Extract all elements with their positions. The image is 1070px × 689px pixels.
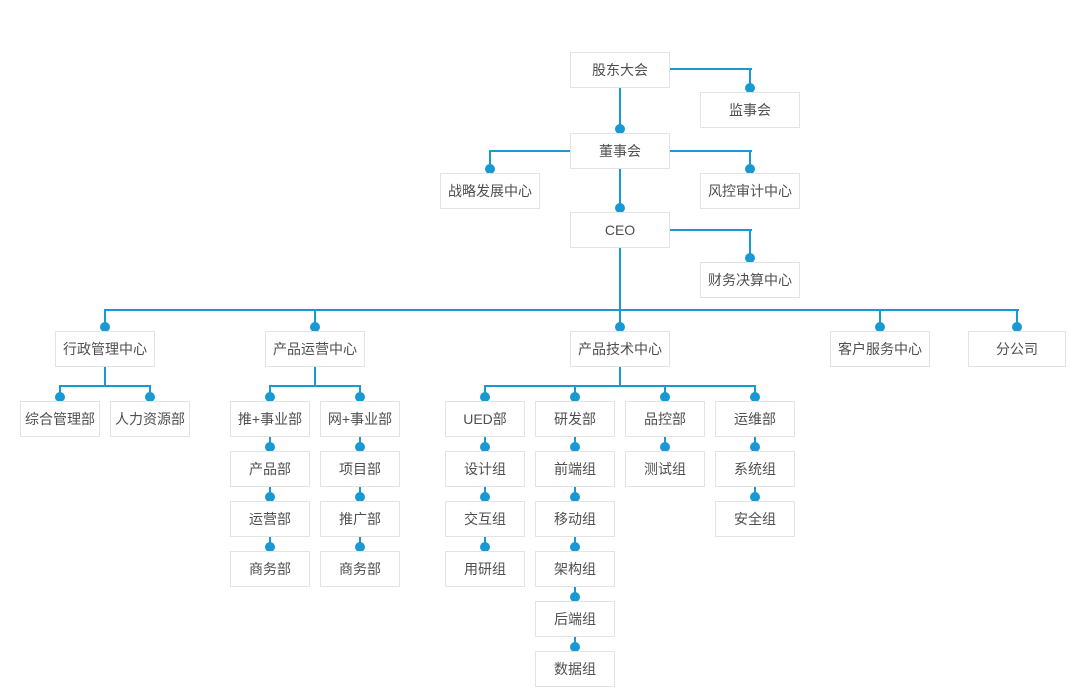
- org-node-hr-dept[interactable]: 人力资源部: [110, 401, 190, 437]
- connector-dot: [615, 203, 625, 213]
- org-node-ued-dept[interactable]: UED部: [445, 401, 525, 437]
- connector-dot: [480, 492, 490, 502]
- org-node-design-group[interactable]: 设计组: [445, 451, 525, 487]
- connector-dot: [480, 392, 490, 402]
- connector-dot: [745, 253, 755, 263]
- connector-dot: [615, 322, 625, 332]
- org-node-security-group[interactable]: 安全组: [715, 501, 795, 537]
- org-node-board-of-directors[interactable]: 董事会: [570, 133, 670, 169]
- connector-dot: [615, 124, 625, 134]
- org-node-promotion-dept[interactable]: 推广部: [320, 501, 400, 537]
- org-node-strategy-center[interactable]: 战略发展中心: [440, 173, 540, 209]
- connector-line: [314, 367, 316, 387]
- org-node-data-group[interactable]: 数据组: [535, 651, 615, 687]
- connector-dot: [745, 83, 755, 93]
- org-node-admin-center[interactable]: 行政管理中心: [55, 331, 155, 367]
- connector-line: [879, 309, 881, 329]
- org-node-ceo[interactable]: CEO: [570, 212, 670, 248]
- connector-line: [619, 88, 621, 131]
- org-node-qc-dept[interactable]: 品控部: [625, 401, 705, 437]
- org-node-product-dept[interactable]: 产品部: [230, 451, 310, 487]
- connector-line: [104, 309, 106, 329]
- connector-dot: [265, 392, 275, 402]
- connector-dot: [570, 492, 580, 502]
- connector-dot: [750, 442, 760, 452]
- connector-dot: [660, 442, 670, 452]
- connector-dot: [55, 392, 65, 402]
- org-node-system-group[interactable]: 系统组: [715, 451, 795, 487]
- org-node-architecture-group[interactable]: 架构组: [535, 551, 615, 587]
- org-node-tech-center[interactable]: 产品技术中心: [570, 331, 670, 367]
- connector-dot: [750, 492, 760, 502]
- connector-dot: [355, 442, 365, 452]
- org-node-ops-center[interactable]: 产品运营中心: [265, 331, 365, 367]
- connector-dot: [310, 322, 320, 332]
- connector-dot: [355, 542, 365, 552]
- org-node-finance-center[interactable]: 财务决算中心: [700, 262, 800, 298]
- org-node-interaction-group[interactable]: 交互组: [445, 501, 525, 537]
- connector-line: [668, 68, 752, 70]
- connector-dot: [570, 442, 580, 452]
- connector-line: [749, 229, 751, 260]
- org-node-testing-group[interactable]: 测试组: [625, 451, 705, 487]
- org-node-backend-group[interactable]: 后端组: [535, 601, 615, 637]
- connector-line: [489, 150, 491, 171]
- connector-dot: [485, 164, 495, 174]
- connector-dot: [355, 492, 365, 502]
- connector-dot: [750, 392, 760, 402]
- connector-line: [668, 229, 752, 231]
- connector-dot: [875, 322, 885, 332]
- connector-line: [619, 248, 621, 328]
- connector-line: [1016, 309, 1018, 329]
- connector-dot: [480, 442, 490, 452]
- connector-line: [489, 150, 571, 152]
- org-node-mobile-group[interactable]: 移动组: [535, 501, 615, 537]
- connector-dot: [660, 392, 670, 402]
- connector-dot: [1012, 322, 1022, 332]
- connector-dot: [145, 392, 155, 402]
- connector-line: [104, 309, 1019, 311]
- org-node-branch-company[interactable]: 分公司: [968, 331, 1066, 367]
- connector-dot: [100, 322, 110, 332]
- org-node-business-dept-wang[interactable]: 商务部: [320, 551, 400, 587]
- org-node-project-dept[interactable]: 项目部: [320, 451, 400, 487]
- connector-dot: [570, 642, 580, 652]
- connector-line: [619, 367, 621, 387]
- connector-line: [749, 68, 751, 90]
- org-node-wang-division[interactable]: 网+事业部: [320, 401, 400, 437]
- org-node-operations-dept[interactable]: 运营部: [230, 501, 310, 537]
- connector-line: [314, 309, 316, 329]
- connector-line: [749, 150, 751, 171]
- org-node-general-mgmt-dept[interactable]: 综合管理部: [20, 401, 100, 437]
- connector-line: [619, 169, 621, 210]
- connector-dot: [265, 542, 275, 552]
- connector-dot: [480, 542, 490, 552]
- connector-dot: [570, 542, 580, 552]
- org-node-ops-maintenance-dept[interactable]: 运维部: [715, 401, 795, 437]
- org-node-user-research-group[interactable]: 用研组: [445, 551, 525, 587]
- org-node-business-dept-tui[interactable]: 商务部: [230, 551, 310, 587]
- connector-dot: [570, 392, 580, 402]
- org-node-risk-audit-center[interactable]: 风控审计中心: [700, 173, 800, 209]
- org-node-rd-dept[interactable]: 研发部: [535, 401, 615, 437]
- connector-dot: [265, 492, 275, 502]
- connector-line: [668, 150, 752, 152]
- connector-dot: [570, 592, 580, 602]
- connector-dot: [265, 442, 275, 452]
- connector-dot: [745, 164, 755, 174]
- connector-line: [104, 367, 106, 387]
- org-node-supervisory-board[interactable]: 监事会: [700, 92, 800, 128]
- org-node-shareholders-meeting[interactable]: 股东大会: [570, 52, 670, 88]
- org-node-tui-division[interactable]: 推+事业部: [230, 401, 310, 437]
- org-node-frontend-group[interactable]: 前端组: [535, 451, 615, 487]
- connector-dot: [355, 392, 365, 402]
- org-node-service-center[interactable]: 客户服务中心: [830, 331, 930, 367]
